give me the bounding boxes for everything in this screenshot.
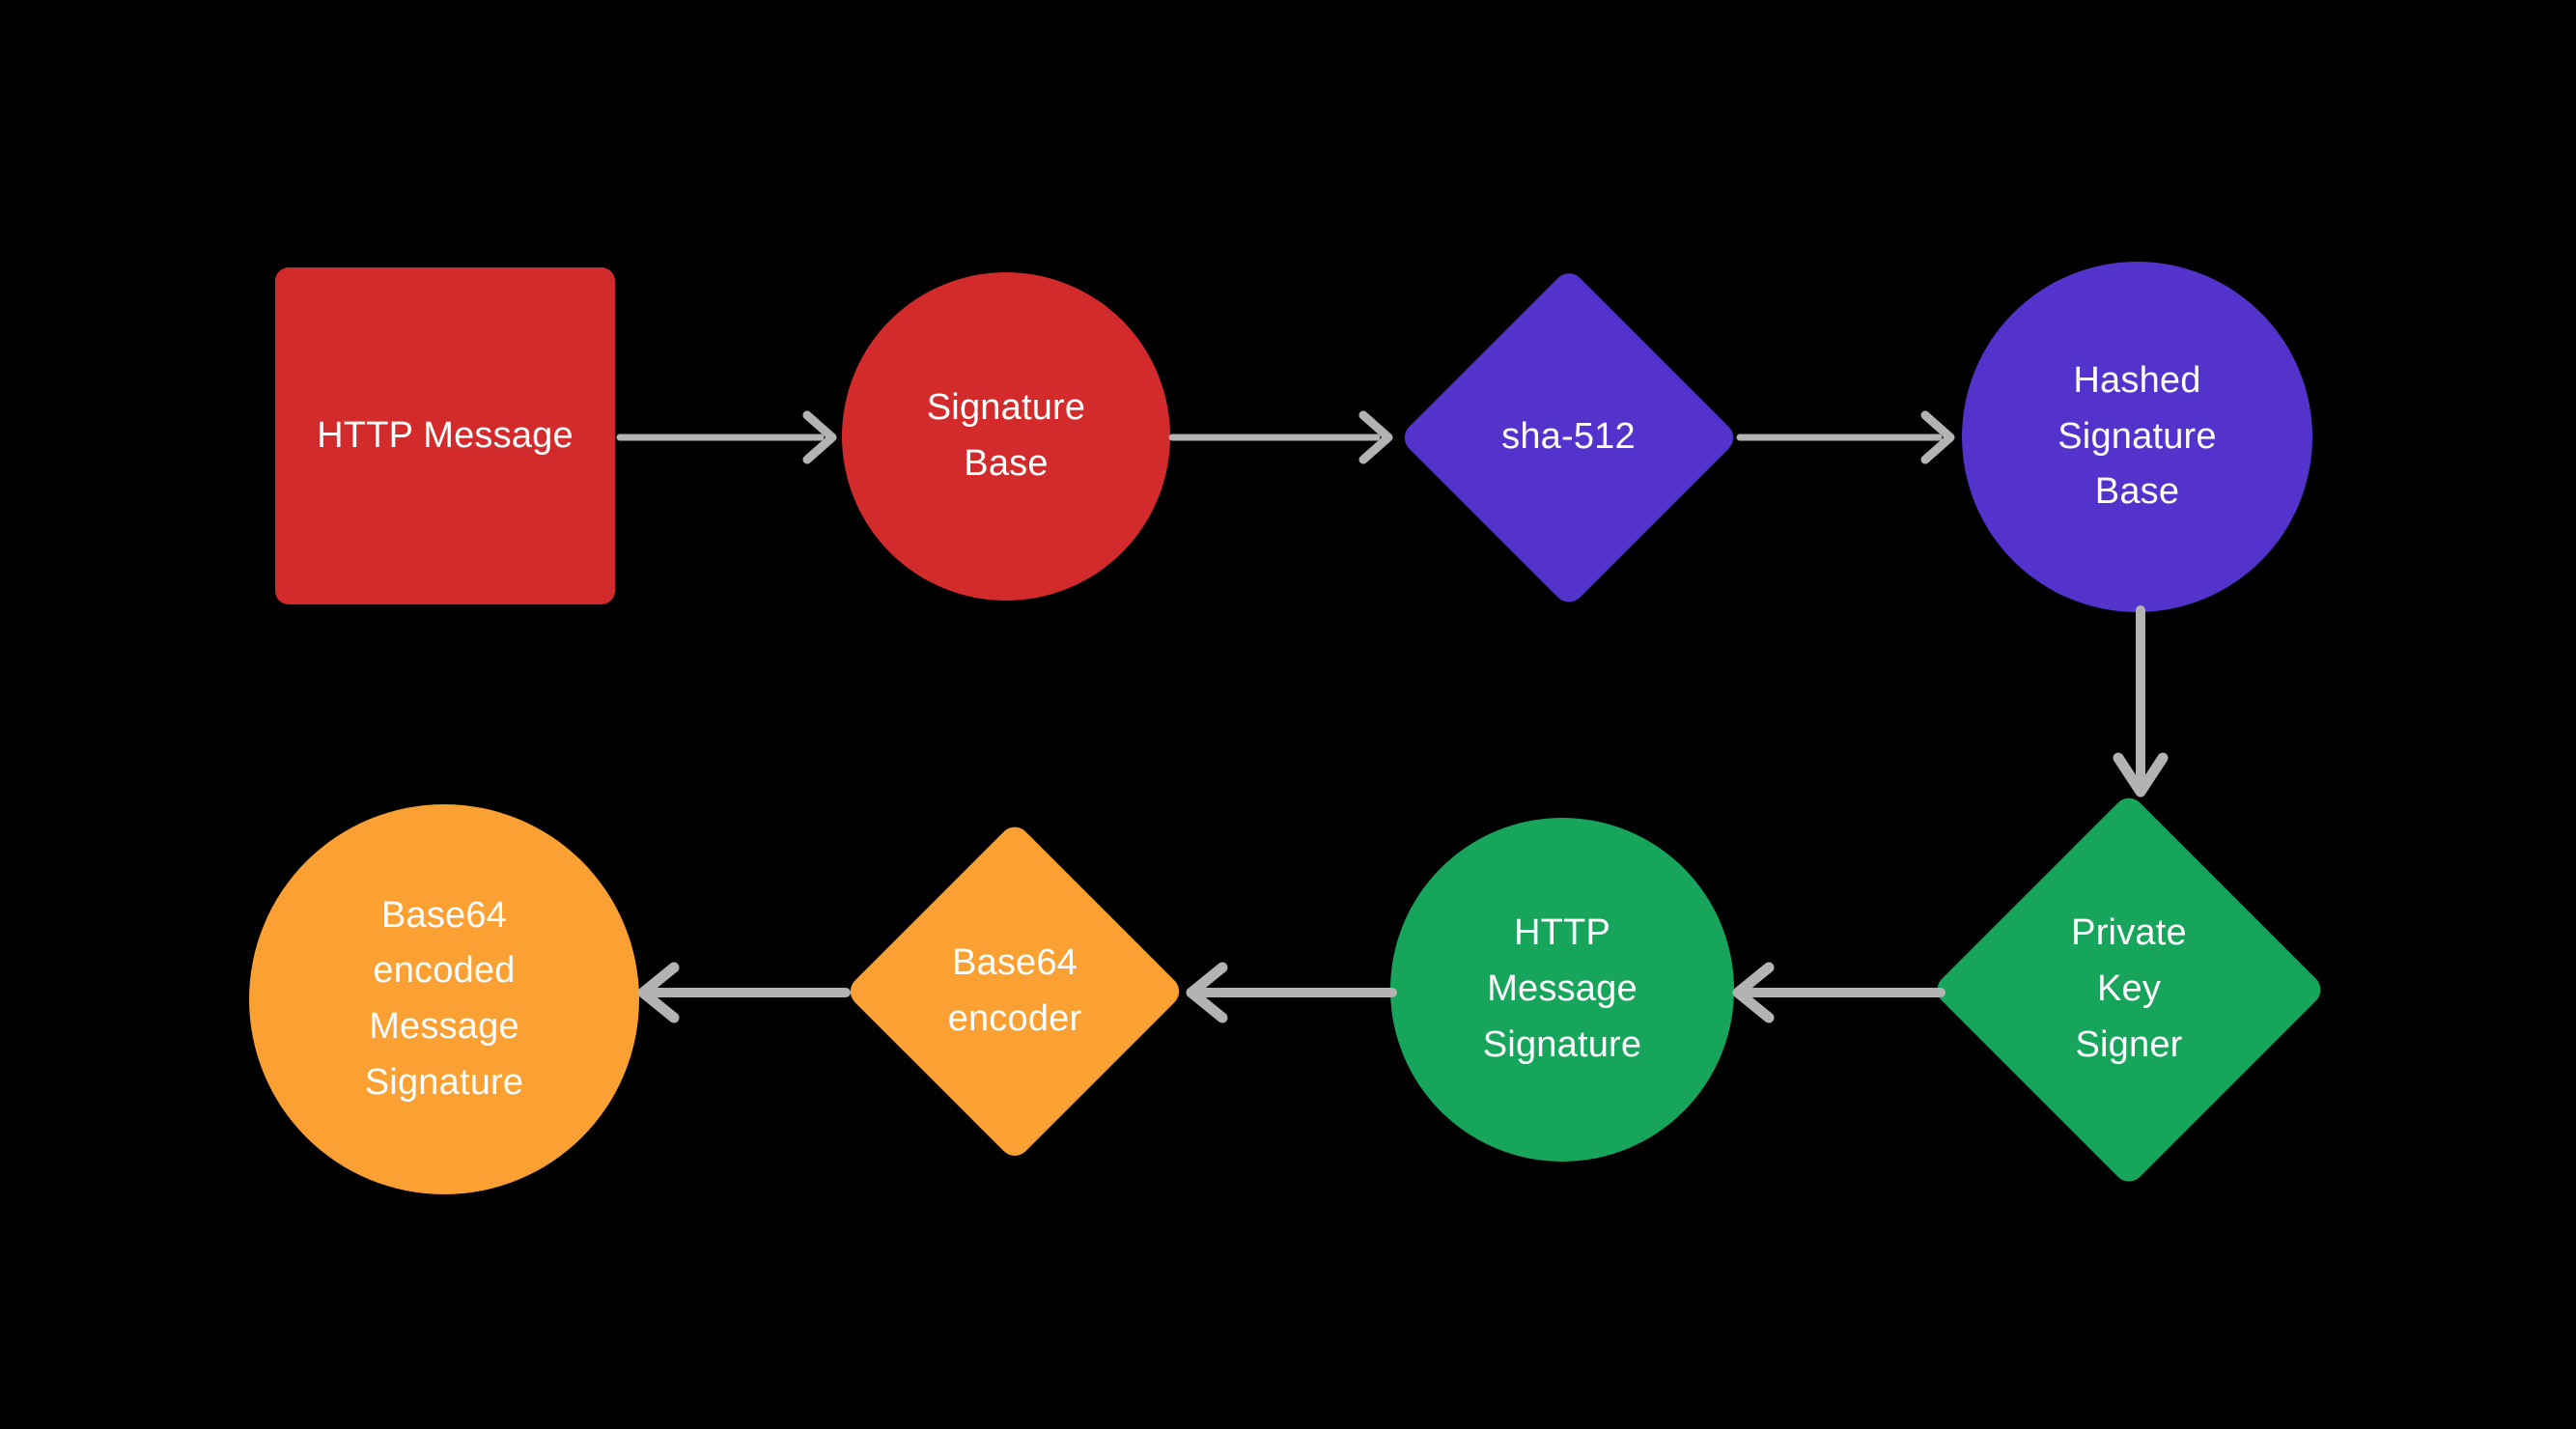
edge-base64-encoder-to-base64-encoded-message-signature [635, 958, 851, 1027]
node-private-key-signer[interactable]: Private Key Signer [1931, 792, 2327, 1188]
node-hashed-signature-base[interactable]: Hashed Signature Base [1962, 262, 2312, 612]
node-base64-encoded-message-signature-label: Base64 encoded Message Signature [364, 894, 524, 1103]
edge-signature-base-to-sha-512 [1168, 407, 1410, 467]
node-hashed-signature-base-label: Hashed Signature Base [2058, 359, 2217, 513]
node-http-message-label: HTTP Message [317, 414, 574, 456]
edge-http-message-to-signature-base [616, 407, 850, 467]
edge-private-key-signer-to-http-message-signature [1730, 958, 1946, 1027]
node-signature-base[interactable]: Signature Base [842, 272, 1170, 601]
node-sha-512[interactable]: sha-512 [1398, 266, 1739, 607]
edge-hashed-signature-base-to-private-key-signer [2107, 605, 2174, 801]
node-base64-encoder-diamond-shape [844, 821, 1186, 1163]
node-http-message[interactable]: HTTP Message [275, 267, 615, 604]
node-http-message-signature-label: HTTP Message Signature [1482, 912, 1642, 1065]
edge-http-message-signature-to-base64-encoder [1184, 958, 1397, 1027]
node-sha-512-diamond-shape [1398, 266, 1739, 607]
node-base64-encoder[interactable]: Base64 encoder [844, 821, 1186, 1163]
node-http-message-signature[interactable]: HTTP Message Signature [1390, 818, 1734, 1162]
node-private-key-signer-diamond-shape [1931, 792, 2327, 1188]
edge-sha-512-to-hashed-signature-base [1736, 407, 1972, 467]
node-base64-encoded-message-signature[interactable]: Base64 encoded Message Signature [249, 804, 639, 1194]
node-signature-base-label: Signature Base [926, 387, 1086, 484]
